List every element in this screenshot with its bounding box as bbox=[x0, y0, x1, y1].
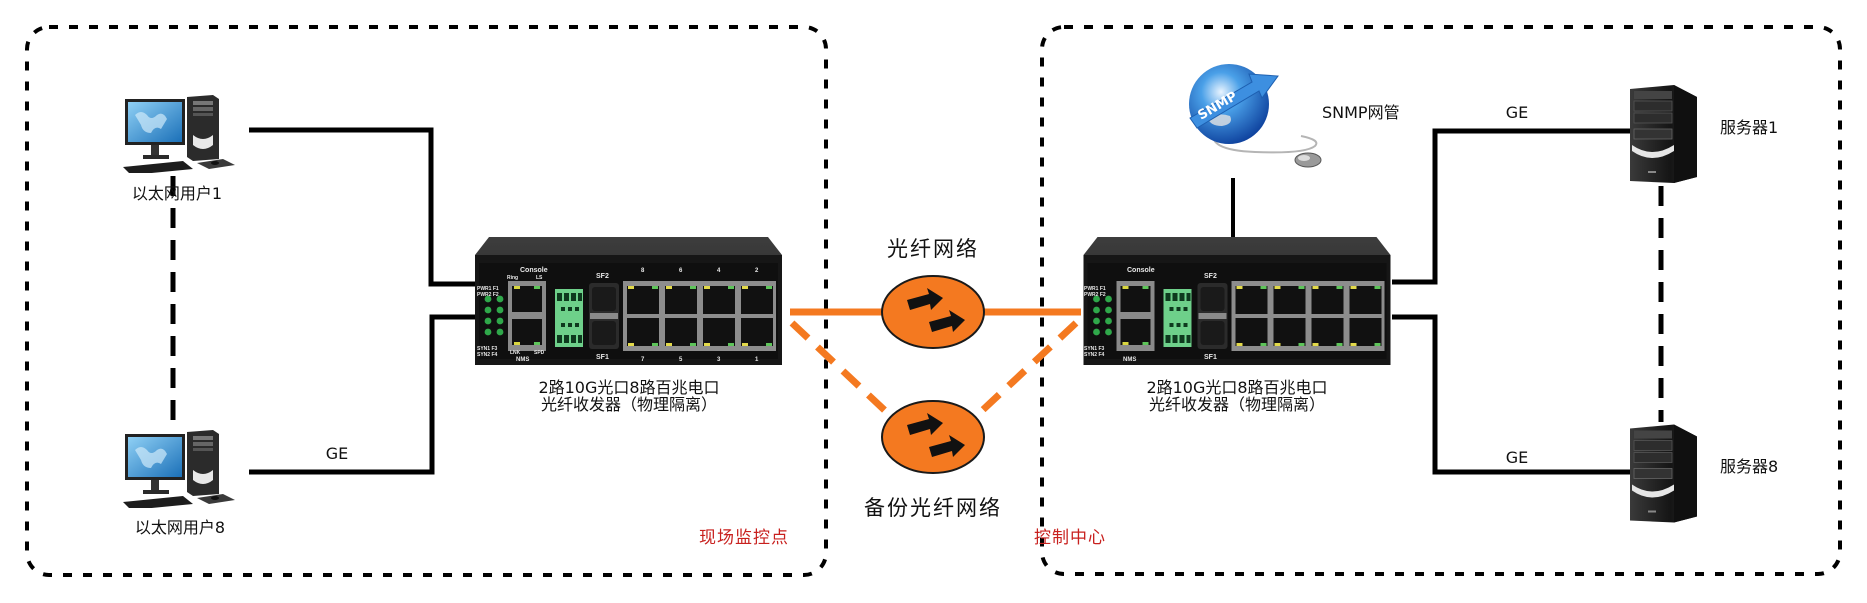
server1-label: 服务器1 bbox=[1720, 118, 1778, 137]
backup-fiber-network-icon bbox=[881, 400, 985, 474]
backup-fiber-link-right bbox=[969, 320, 1079, 423]
port-number: 2 bbox=[755, 268, 759, 274]
sf1-label: SF1 bbox=[596, 354, 609, 361]
device-left-label-line2: 光纤收发器（物理隔离） bbox=[541, 395, 717, 414]
pwr2-label: PWR2 F2 bbox=[477, 292, 499, 298]
sf1-label: SF1 bbox=[1204, 354, 1217, 361]
ge-label-left: GE bbox=[326, 444, 349, 463]
pwr1-label: PWR1 F1 bbox=[1084, 286, 1106, 292]
port-number: 5 bbox=[679, 357, 683, 363]
nms-label: NMS bbox=[1123, 357, 1136, 363]
device-right-label-line2: 光纤收发器（物理隔离） bbox=[1149, 395, 1325, 414]
ls-label: LS bbox=[536, 275, 543, 281]
primary-fiber-network-icon bbox=[881, 275, 985, 349]
syn1-label: SYN1 F3 bbox=[477, 346, 498, 352]
device-right-label-line1: 2路10G光口8路百兆电口 bbox=[1146, 378, 1327, 397]
user1-label: 以太网用户1 bbox=[132, 184, 222, 203]
zone-label-field-site: 现场监控点 bbox=[699, 528, 789, 548]
snmp-label: SNMP网管 bbox=[1322, 103, 1400, 122]
port-number: 7 bbox=[641, 357, 645, 363]
syn2-label: SYN2 F4 bbox=[477, 352, 498, 358]
desktop-computer-icon bbox=[123, 430, 235, 508]
syn2-label: SYN2 F4 bbox=[1084, 352, 1105, 358]
backup-fiber-network-label: 备份光纤网络 bbox=[864, 496, 1002, 520]
nms-label: NMS bbox=[516, 357, 529, 363]
zone-box-field-site bbox=[25, 25, 828, 577]
backup-fiber-link-left bbox=[789, 320, 898, 423]
ring-label: Ring bbox=[507, 275, 518, 281]
port-number: 6 bbox=[679, 268, 683, 274]
server-tower-icon bbox=[1630, 85, 1697, 183]
fiber-transceiver-device-right bbox=[1083, 237, 1391, 365]
device-panel-labels-left: Console Ring LS PWR1 F1 PWR2 F2 SYN1 F3 … bbox=[477, 267, 759, 363]
device-panel-labels-right: Console PWR1 F1 PWR2 F2 SYN1 F3 SYN2 F4 … bbox=[1084, 267, 1217, 363]
syn1-label: SYN1 F3 bbox=[1084, 346, 1105, 352]
server8-label: 服务器8 bbox=[1720, 457, 1778, 476]
fiber-transceiver-device-left bbox=[475, 237, 782, 365]
ge-link-server8 bbox=[1392, 314, 1630, 475]
sf2-label: SF2 bbox=[1204, 273, 1217, 280]
desktop-computer-icon bbox=[123, 95, 235, 173]
server-tower-icon bbox=[1630, 424, 1697, 523]
ge-link-server1 bbox=[1392, 128, 1630, 285]
port-number: 1 bbox=[755, 357, 759, 363]
snmp-globe-icon: SNMP bbox=[1189, 64, 1322, 168]
port-number: 3 bbox=[717, 357, 721, 363]
port-number: 4 bbox=[717, 268, 721, 274]
pwr2-label: PWR2 F2 bbox=[1084, 292, 1106, 298]
sf2-label: SF2 bbox=[596, 273, 609, 280]
port-number: 8 bbox=[641, 268, 645, 274]
lnk-label: LNK bbox=[510, 350, 521, 356]
ge-label-server1: GE bbox=[1506, 103, 1529, 122]
ge-label-server8: GE bbox=[1506, 448, 1529, 467]
primary-fiber-network-label: 光纤网络 bbox=[887, 237, 979, 261]
ge-link-user8 bbox=[249, 314, 476, 475]
user8-label: 以太网用户8 bbox=[135, 518, 225, 537]
spd-label: SPD bbox=[534, 350, 545, 356]
ge-link-user1 bbox=[249, 127, 476, 287]
console-label: Console bbox=[1127, 267, 1155, 274]
device-left-label-line1: 2路10G光口8路百兆电口 bbox=[538, 378, 719, 397]
console-label: Console bbox=[520, 267, 548, 274]
pwr1-label: PWR1 F1 bbox=[477, 286, 499, 292]
zone-box-control-center bbox=[1040, 25, 1842, 576]
zone-label-control-center: 控制中心 bbox=[1034, 528, 1106, 548]
